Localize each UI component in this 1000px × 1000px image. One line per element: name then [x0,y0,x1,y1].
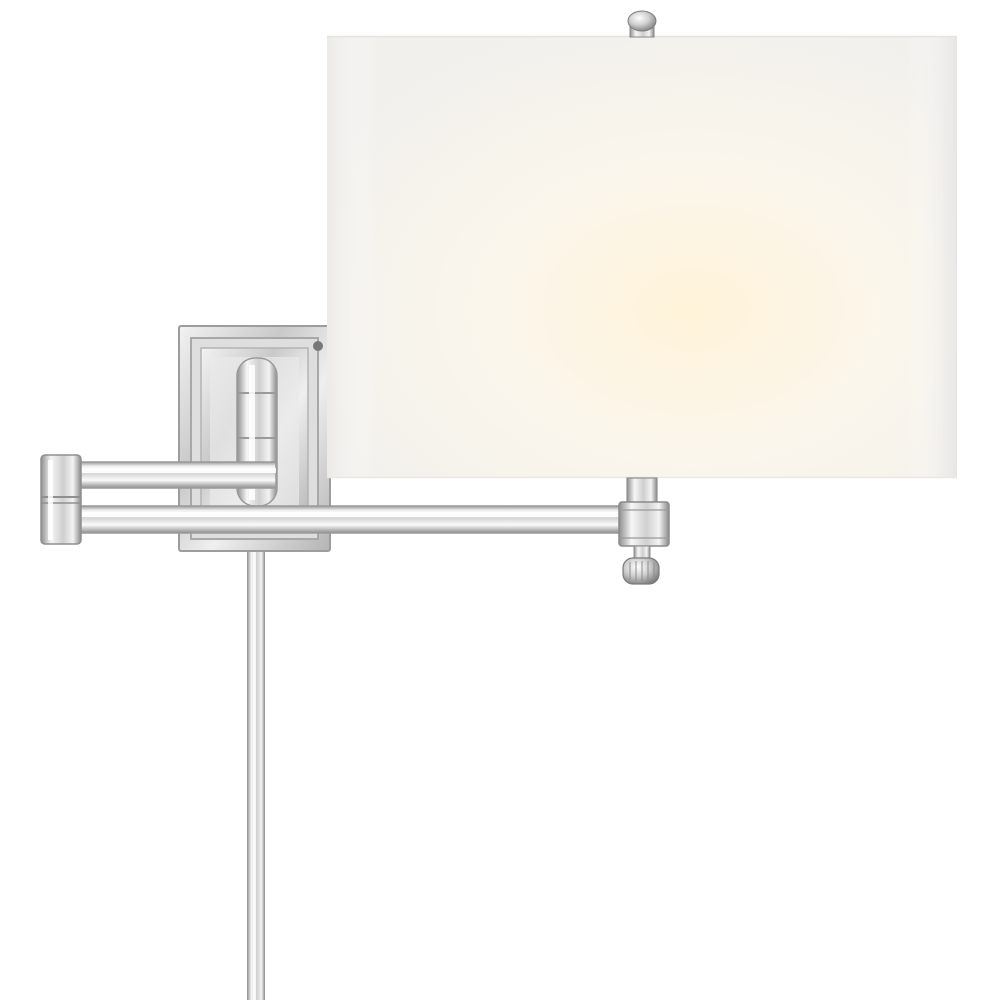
finial [627,10,657,38]
switch-knob [622,557,660,585]
lamp-socket [618,477,670,561]
power-cord [247,548,265,1000]
upper-swing-arm [75,461,277,489]
lamp-shade [327,35,957,479]
elbow-joint [40,454,82,545]
lower-swing-arm [69,505,631,534]
